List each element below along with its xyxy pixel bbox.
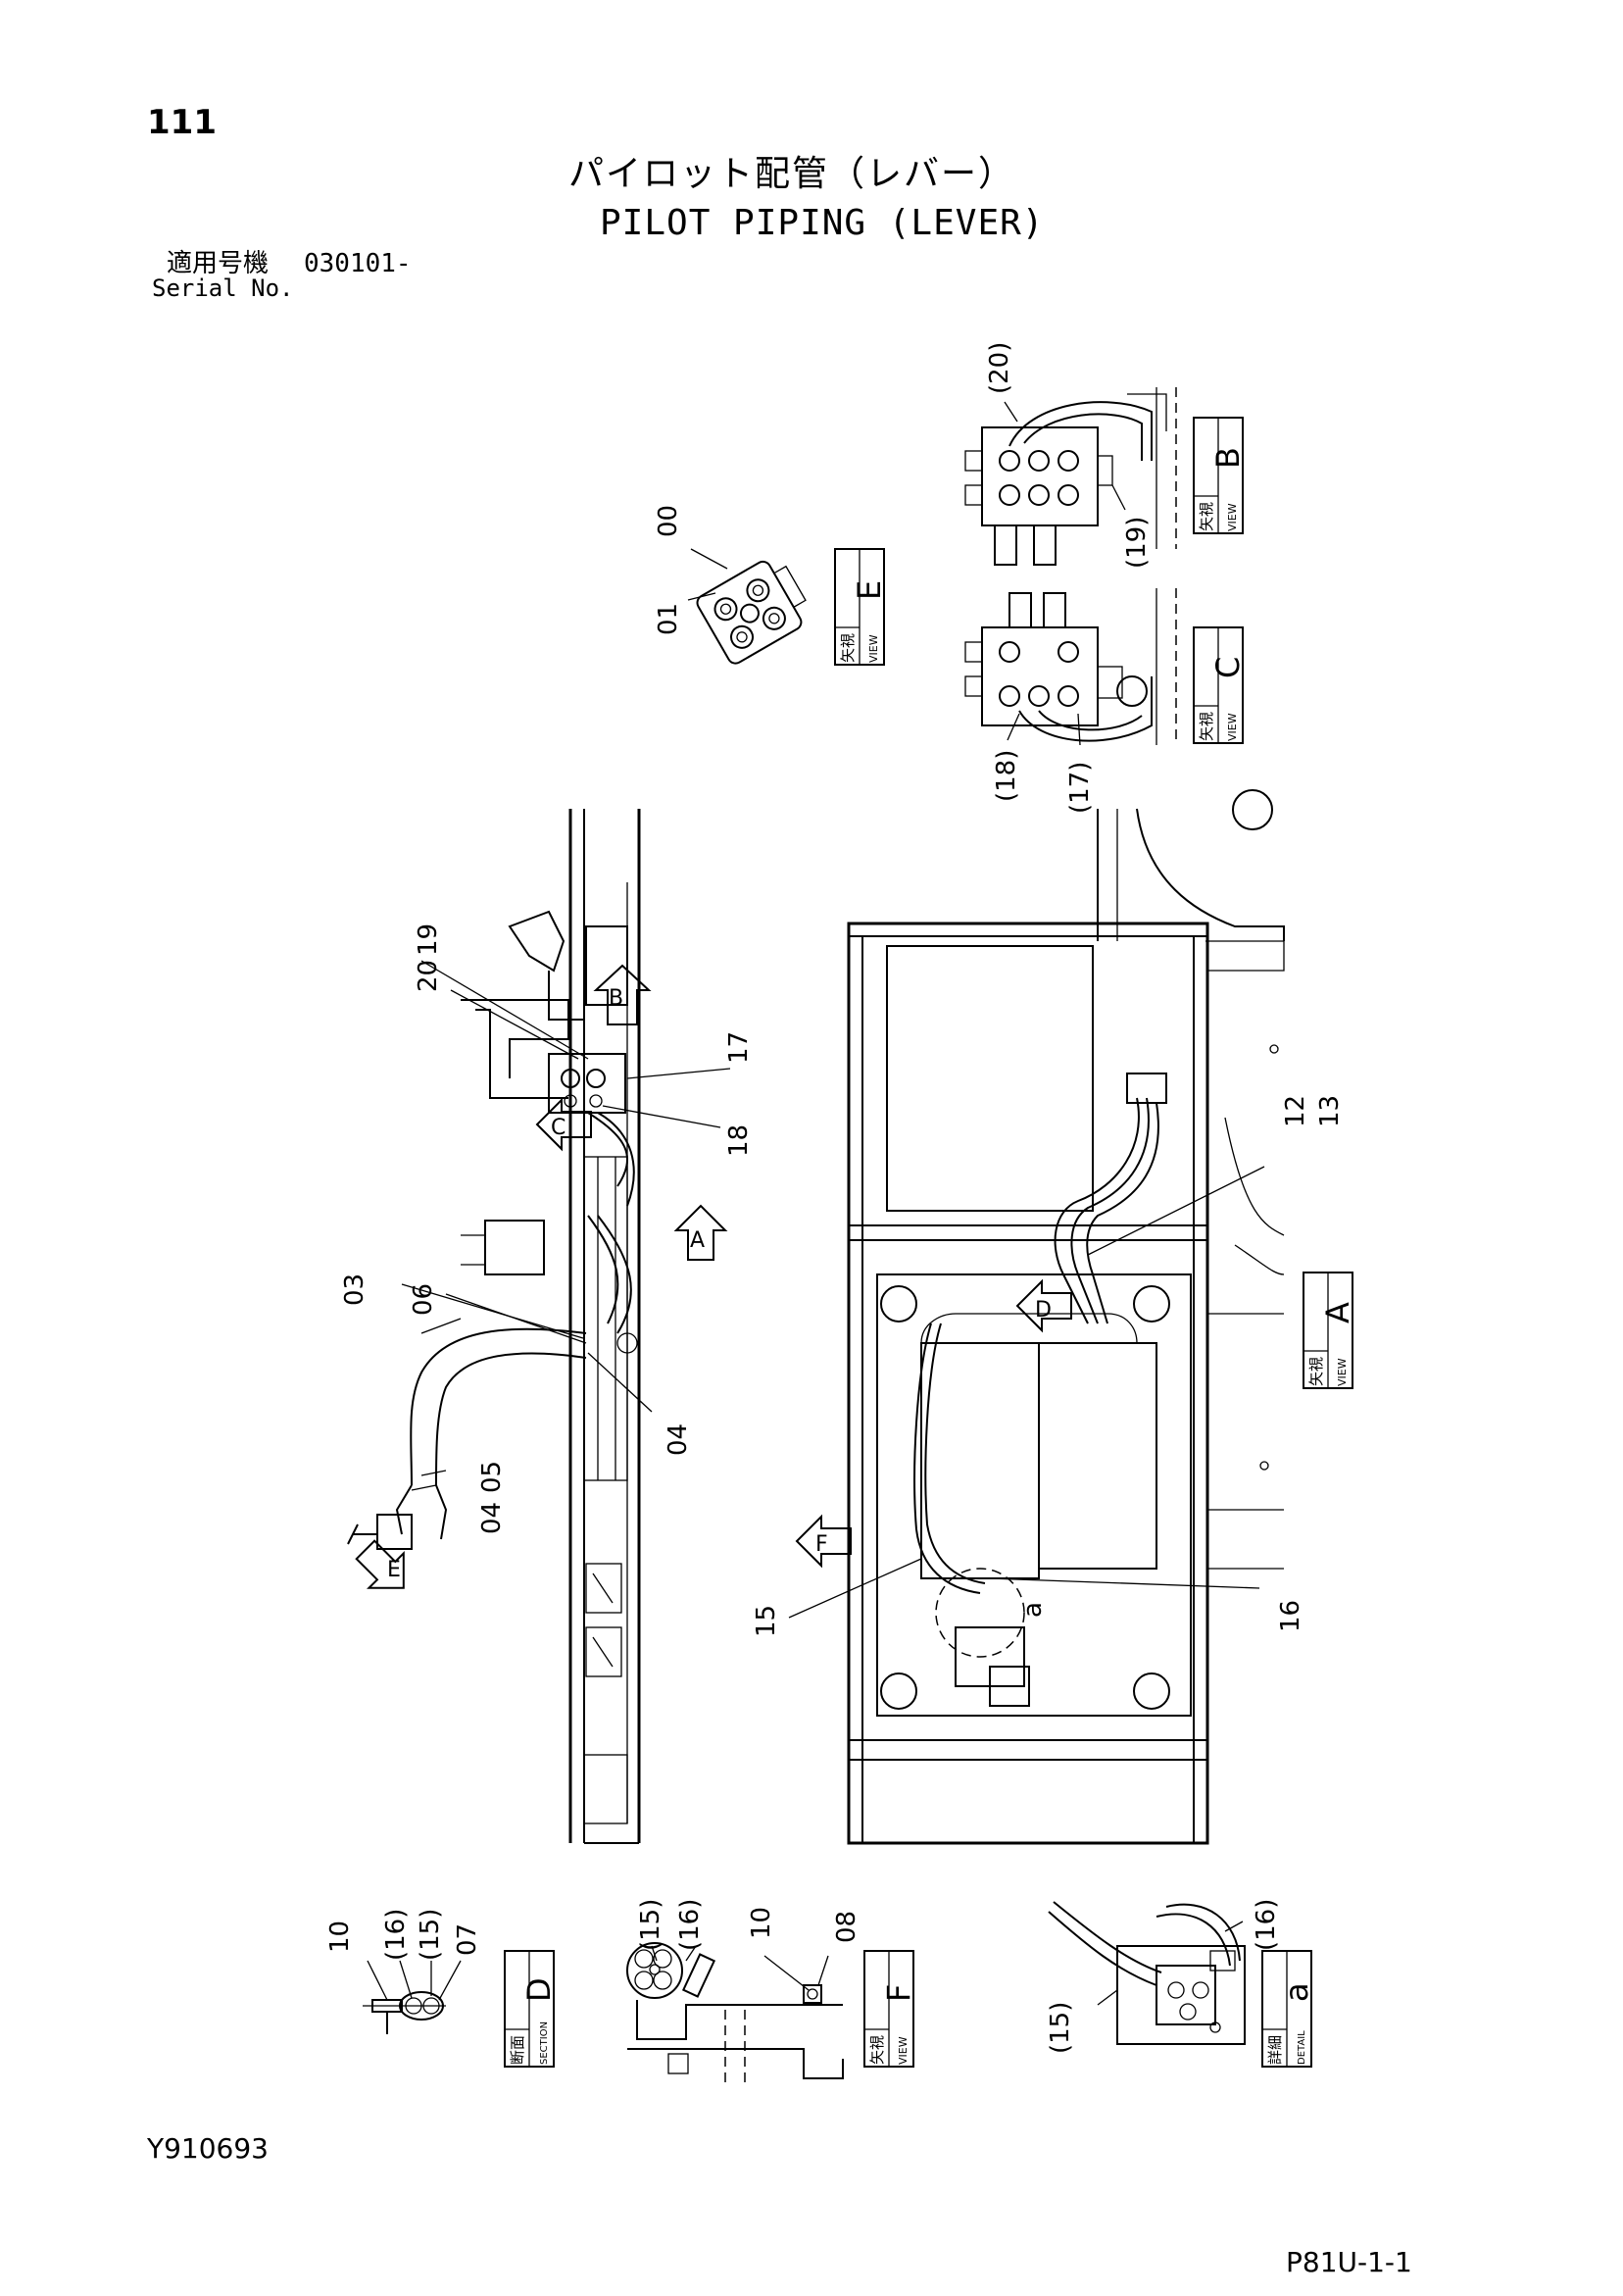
callout-side-06: 06 <box>409 1283 438 1316</box>
callout-view-f-08: 08 <box>832 1911 861 1943</box>
detail-a-label-box: 詳細 DETAIL a <box>1261 1950 1315 2068</box>
svg-text:a: a <box>1278 1982 1315 2002</box>
svg-text:SECTION: SECTION <box>539 2021 550 2065</box>
callout-sec-d-15: (15) <box>416 1909 445 1961</box>
callout-view-c-18: (18) <box>992 750 1021 802</box>
arrow-c: C <box>535 1097 592 1152</box>
arrow-a: A <box>673 1204 728 1261</box>
svg-text:VIEW: VIEW <box>1226 713 1239 741</box>
callout-side-20: 20 <box>414 960 443 992</box>
callout-view-f-16: (16) <box>675 1899 705 1951</box>
callout-detail-15: (15) <box>1046 2002 1075 2054</box>
callout-view-c-17: (17) <box>1065 762 1095 814</box>
view-e-label-box: 矢視 VIEW E <box>834 548 888 666</box>
callout-side-05: 05 <box>477 1461 507 1493</box>
view-b-label-box: 矢視 VIEW B <box>1193 417 1247 534</box>
callout-side-04a: 04 <box>664 1423 693 1456</box>
callout-main-12: 12 <box>1281 1095 1310 1127</box>
arrow-d: D <box>1015 1278 1072 1333</box>
callout-side-04b: 04 <box>477 1502 507 1534</box>
callout-side-19: 19 <box>414 923 443 956</box>
detail-a-valve <box>1048 1901 1246 2045</box>
callout-sec-d-16: (16) <box>381 1909 411 1961</box>
svg-text:VIEW: VIEW <box>1226 503 1239 531</box>
svg-text:F: F <box>815 1532 828 1557</box>
svg-text:矢視: 矢視 <box>1307 1357 1325 1386</box>
callout-view-f-10: 10 <box>747 1907 776 1939</box>
svg-text:矢視: 矢視 <box>1198 502 1215 531</box>
callout-detail-16: (16) <box>1252 1899 1281 1951</box>
svg-text:矢視: 矢視 <box>839 633 857 663</box>
svg-text:A: A <box>1319 1302 1356 1323</box>
view-c-solenoid-block <box>964 588 1177 746</box>
svg-text:C: C <box>551 1116 566 1140</box>
serial-label-english: Serial No. <box>152 275 294 302</box>
view-e-valve <box>687 548 807 665</box>
callout-view-f-15: (15) <box>636 1899 665 1951</box>
arrow-b: B <box>593 964 652 1025</box>
lever-hose-assembly <box>347 1318 587 1550</box>
page-number: 111 <box>147 103 217 142</box>
callout-view-e-00: 00 <box>654 505 683 537</box>
svg-text:E: E <box>851 580 888 600</box>
svg-text:VIEW: VIEW <box>867 634 880 663</box>
svg-text:A: A <box>690 1228 705 1253</box>
serial-label-japanese: 適用号機 <box>167 249 270 278</box>
view-a-label-box: 矢視 VIEW A <box>1303 1272 1356 1389</box>
svg-text:B: B <box>609 986 623 1011</box>
serial-number-value: 030101- <box>304 249 412 278</box>
callout-main-13: 13 <box>1315 1095 1345 1127</box>
side-view-leaders <box>401 960 731 1491</box>
svg-text:矢視: 矢視 <box>868 2035 886 2065</box>
view-c-label-box: 矢視 VIEW C <box>1193 626 1247 744</box>
view-b-solenoid-block <box>964 387 1177 566</box>
svg-text:DETAIL: DETAIL <box>1297 2030 1307 2065</box>
side-view-frame <box>461 809 641 1844</box>
main-view-leaders <box>788 1166 1265 1619</box>
svg-text:D: D <box>520 1977 558 2002</box>
section-d-label-box: 断面 SECTION D <box>504 1950 558 2068</box>
callout-side-03: 03 <box>340 1273 369 1306</box>
callout-sec-d-10: 10 <box>325 1921 355 1953</box>
drawing-code: Y910693 <box>147 2132 269 2165</box>
circle-symbol <box>1232 789 1273 830</box>
detail-a-marker: a <box>1018 1602 1048 1618</box>
callout-main-15: 15 <box>752 1605 781 1637</box>
svg-text:C: C <box>1209 657 1247 678</box>
callout-side-18: 18 <box>724 1124 754 1157</box>
arrow-f: F <box>795 1514 852 1569</box>
detail-a-circle <box>935 1568 1025 1658</box>
callout-view-b-20: (20) <box>985 342 1014 394</box>
svg-text:B: B <box>1209 447 1247 469</box>
page-code: P81U-1-1 <box>1286 2246 1412 2278</box>
callout-view-b-19: (19) <box>1122 517 1152 569</box>
svg-text:断面: 断面 <box>509 2035 526 2065</box>
svg-text:E: E <box>387 1558 401 1582</box>
arrow-e: E <box>355 1539 405 1589</box>
callout-view-e-01: 01 <box>654 603 683 635</box>
svg-text:D: D <box>1035 1298 1052 1323</box>
svg-text:VIEW: VIEW <box>897 2036 910 2065</box>
svg-text:矢視: 矢視 <box>1198 712 1215 741</box>
main-view-a-floor <box>847 808 1285 1845</box>
svg-text:詳細: 詳細 <box>1266 2035 1284 2065</box>
callout-main-16: 16 <box>1276 1600 1305 1632</box>
svg-text:F: F <box>880 1984 917 2002</box>
callout-side-17: 17 <box>724 1031 754 1064</box>
title-english: PILOT PIPING (LEVER) <box>600 203 1045 243</box>
svg-text:VIEW: VIEW <box>1336 1358 1349 1386</box>
view-f-label-box: 矢視 VIEW F <box>863 1950 917 2068</box>
callout-sec-d-07: 07 <box>453 1923 482 1956</box>
title-japanese: パイロット配管（レバー） <box>568 154 1016 194</box>
view-f-hose-bundle <box>626 1942 844 2088</box>
section-d-clamp <box>363 1960 462 2034</box>
